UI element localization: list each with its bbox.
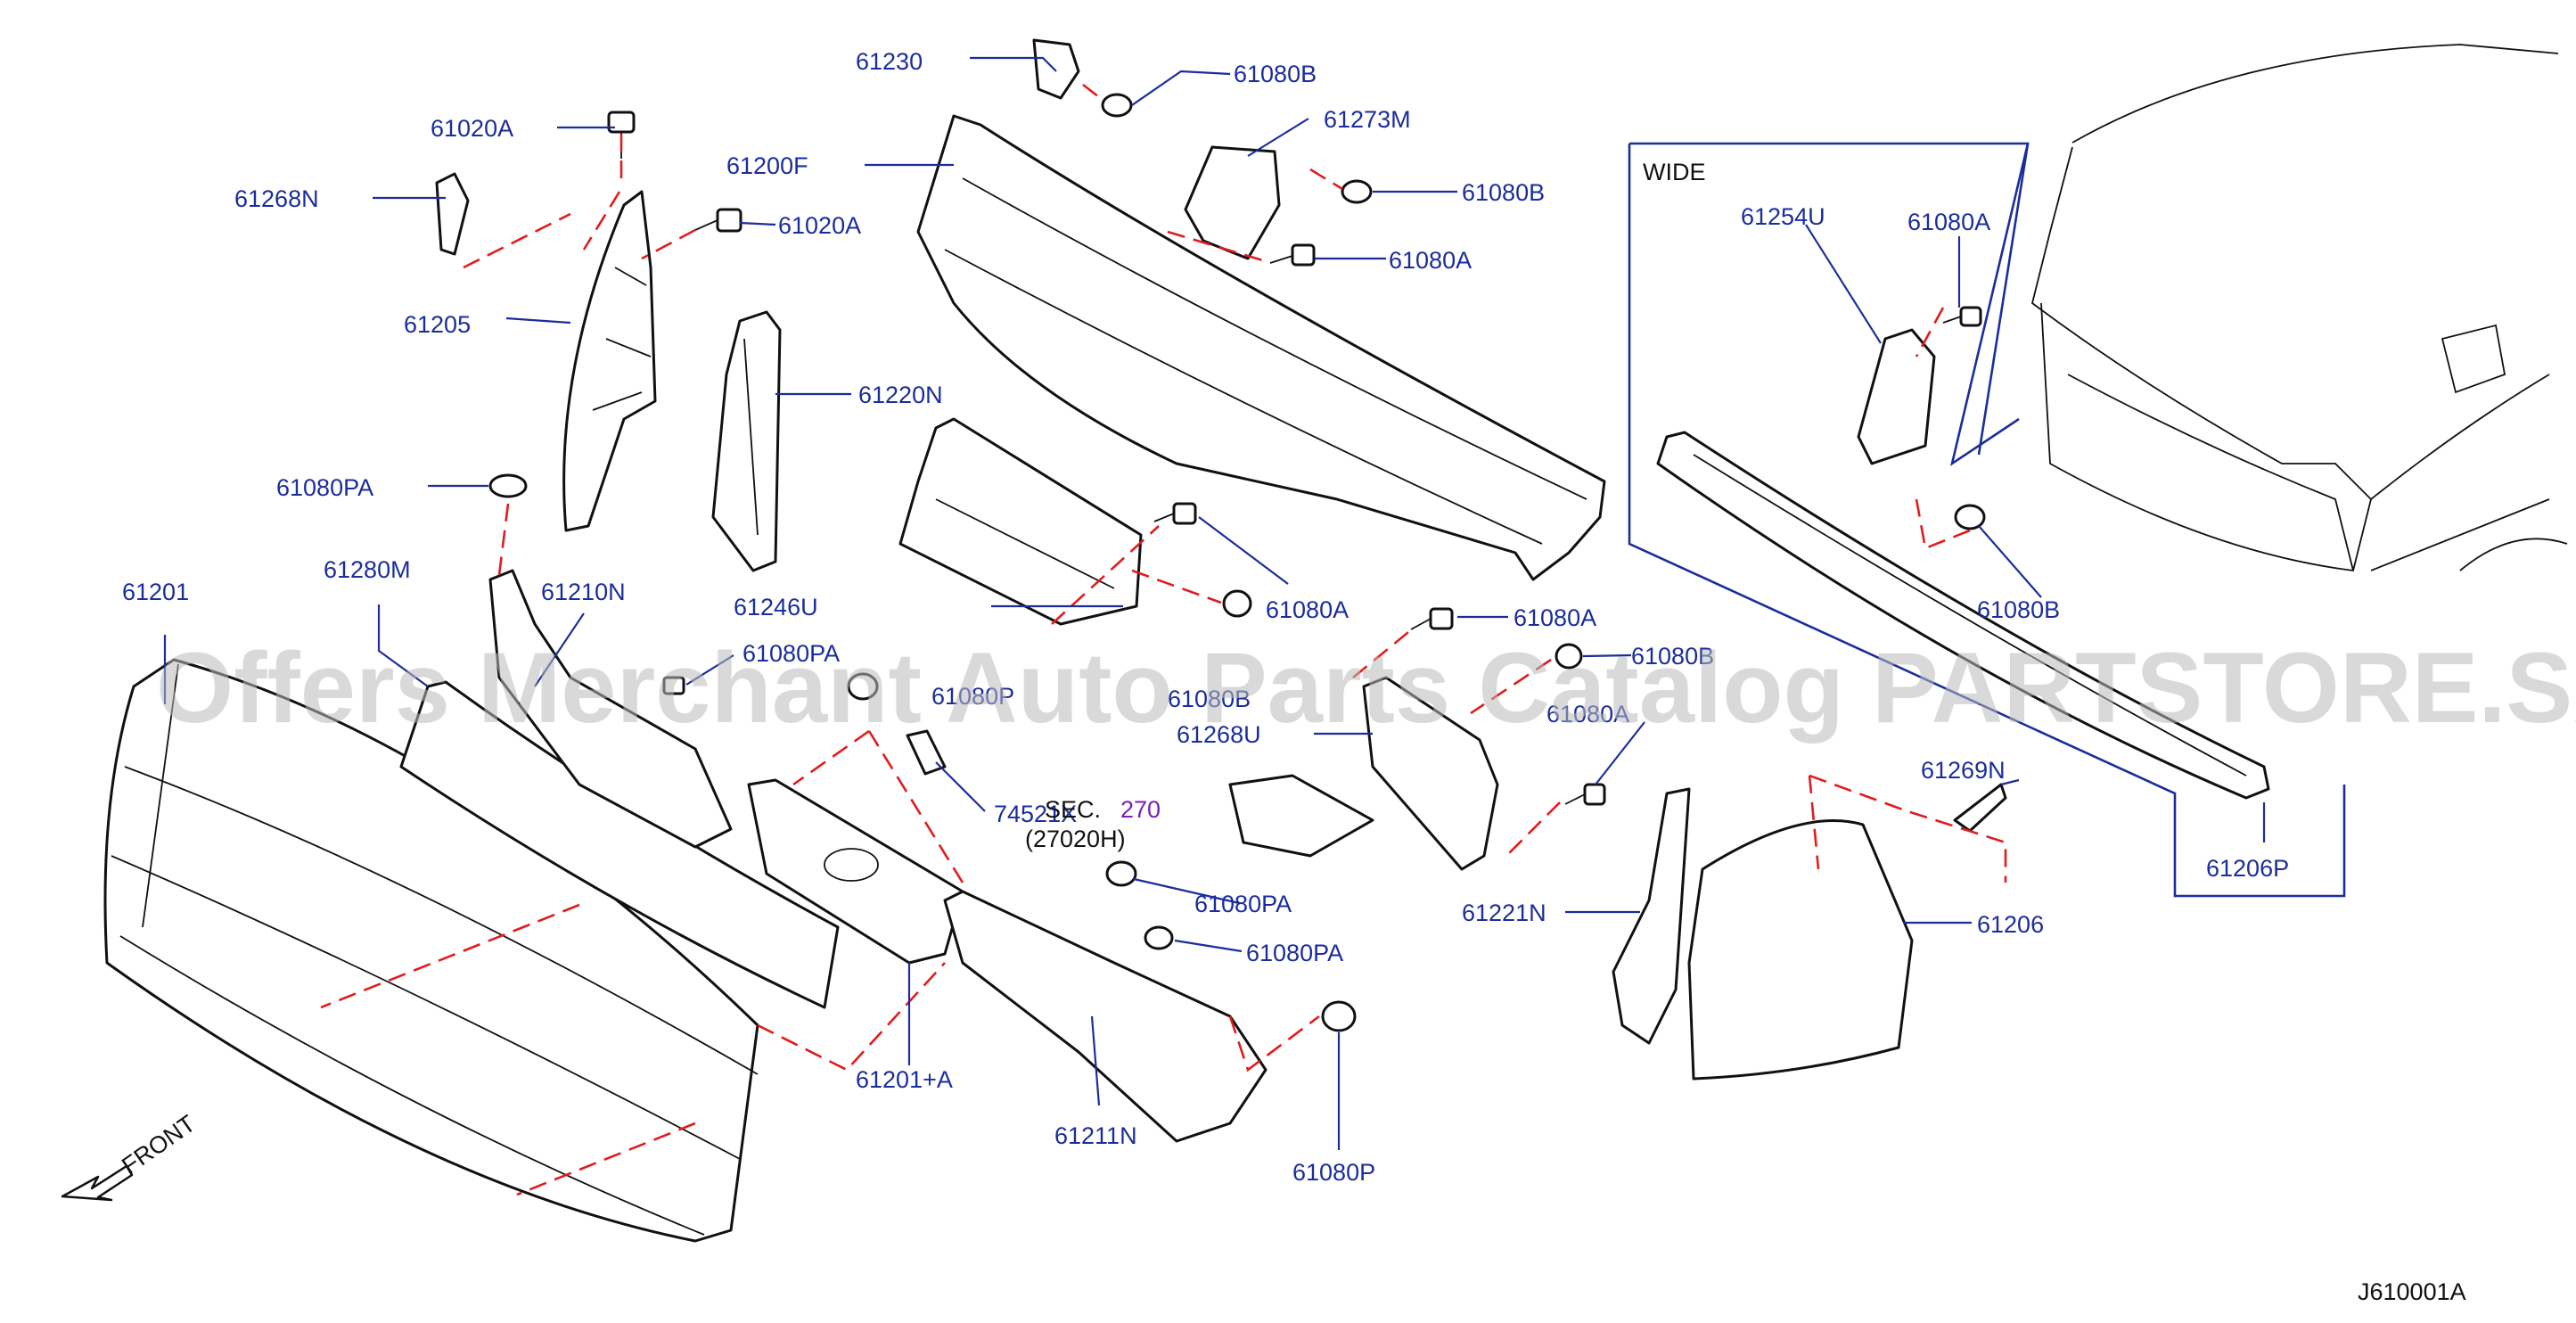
label-61280M: 61280M: [324, 556, 411, 583]
bracket-61254U: [1857, 328, 1936, 465]
leader-lines: [163, 56, 2266, 1150]
part-drawings: [103, 38, 2568, 1243]
stay-61220N: [711, 310, 782, 572]
label-61220N: 61220N: [858, 382, 943, 408]
label-61273M: 61273M: [1324, 106, 1411, 133]
grommet-61080P-hidden: [847, 672, 879, 701]
label-61080B-right: 61080B: [1462, 179, 1545, 206]
plate-61201A: [747, 778, 964, 965]
label-61080A-right: 61080A: [1514, 604, 1596, 631]
diagram-code: J610001A: [2358, 1278, 2466, 1305]
label-sec: SEC.: [1045, 796, 1101, 823]
label-front: FRONT: [117, 1110, 200, 1179]
nut-61080B-top: [1101, 93, 1133, 118]
side-panel-61206: [1687, 819, 1914, 1081]
core-support-61200F: [916, 114, 1606, 581]
label-61221N: 61221N: [1462, 900, 1546, 926]
clip-61269N: [1953, 783, 2007, 833]
label-sec-270: 270: [1120, 796, 1161, 823]
label-61080A-mid: 61080A: [1266, 596, 1349, 623]
label-61080PA-a: 61080PA: [276, 474, 373, 501]
label-61200F: 61200F: [726, 152, 808, 179]
section-270-component: [1228, 774, 1374, 858]
label-27020H: (27020H): [1025, 826, 1126, 852]
grommet-61080PA-d: [1144, 925, 1174, 950]
callout-dashes: [320, 83, 2007, 1196]
label-61201A: 61201+A: [856, 1066, 953, 1093]
label-61268N: 61268N: [234, 185, 319, 212]
label-61080B-wide: 61080B: [1977, 596, 2060, 623]
side-bracket-61205: [562, 190, 657, 532]
grommet-61080P: [1321, 1000, 1357, 1032]
label-61230: 61230: [856, 48, 923, 75]
label-61020A-top: 61020A: [431, 115, 513, 142]
nut-61080B-mid-left: [1222, 589, 1252, 618]
label-61268U: 61268U: [1177, 721, 1261, 748]
vehicle-silhouette: [2030, 44, 2568, 571]
label-61020A-side: 61020A: [778, 212, 861, 239]
grommet-61080PA-a: [488, 473, 528, 498]
label-61080B-top: 61080B: [1234, 61, 1317, 87]
label-61080PA-c: 61080PA: [1194, 891, 1292, 917]
label-61206P: 61206P: [2206, 855, 2289, 882]
bolt-61080A-wide: [1942, 306, 1982, 327]
label-61080P: 61080P: [1292, 1159, 1375, 1186]
nut-61080B-wide: [1954, 504, 1986, 530]
grommet-61080PA-c: [1105, 860, 1137, 887]
wide-variant-frame: [1628, 142, 2346, 898]
label-wide: WIDE: [1643, 159, 1706, 185]
clip-61268N: [435, 172, 470, 256]
label-61201: 61201: [122, 579, 189, 605]
bolt-61080A-mid2: [1564, 783, 1606, 806]
energy-absorber-61280M: [399, 680, 840, 1009]
bolt-61080A-top: [1269, 243, 1316, 267]
label-61080P-hidden: 61080P: [931, 683, 1014, 710]
label-61206: 61206: [1977, 911, 2044, 938]
bracket-61210N: [488, 569, 733, 849]
front-arrow-icon: [61, 1164, 134, 1202]
bracket-61230: [1032, 38, 1080, 100]
label-61210N: 61210N: [541, 579, 626, 605]
stay-61221N: [1612, 787, 1691, 1045]
grommet-61080PA-b: [662, 676, 685, 695]
bracket-61268U: [1362, 676, 1499, 871]
label-61080B-mid: 61080B: [1631, 643, 1714, 670]
label-61254U: 61254U: [1741, 203, 1825, 230]
label-61080A-top: 61080A: [1389, 247, 1472, 274]
label-61080A-mid2: 61080A: [1546, 701, 1629, 727]
bolt-61020A-side: [694, 208, 742, 233]
bolt-61080A-right: [1410, 607, 1454, 630]
label-74521X: 74521X: [994, 801, 1077, 827]
bracket-61246U: [898, 417, 1143, 626]
label-61211N: 61211N: [1054, 1122, 1137, 1149]
bolt-61080A-mid: [1153, 502, 1197, 525]
watermark: Offers Merchant Auto Parts Catalog PARTS…: [156, 632, 2576, 744]
label-61080A-wide: 61080A: [1907, 209, 1990, 235]
label-61246U: 61246U: [734, 594, 818, 620]
bracket-61273M: [1184, 145, 1281, 260]
nut-61080B-mid: [1555, 643, 1583, 670]
nut-61080B-right: [1341, 179, 1373, 204]
label-61080PA-d: 61080PA: [1246, 940, 1343, 966]
label-61205: 61205: [404, 311, 471, 338]
label-61080PA-b: 61080PA: [742, 640, 840, 667]
bracket-61211N: [943, 890, 1267, 1143]
label-61080B-hidden: 61080B: [1168, 686, 1251, 712]
bumper-reinforcement-61206P: [1656, 431, 2270, 800]
label-61269N: 61269N: [1921, 757, 2006, 784]
